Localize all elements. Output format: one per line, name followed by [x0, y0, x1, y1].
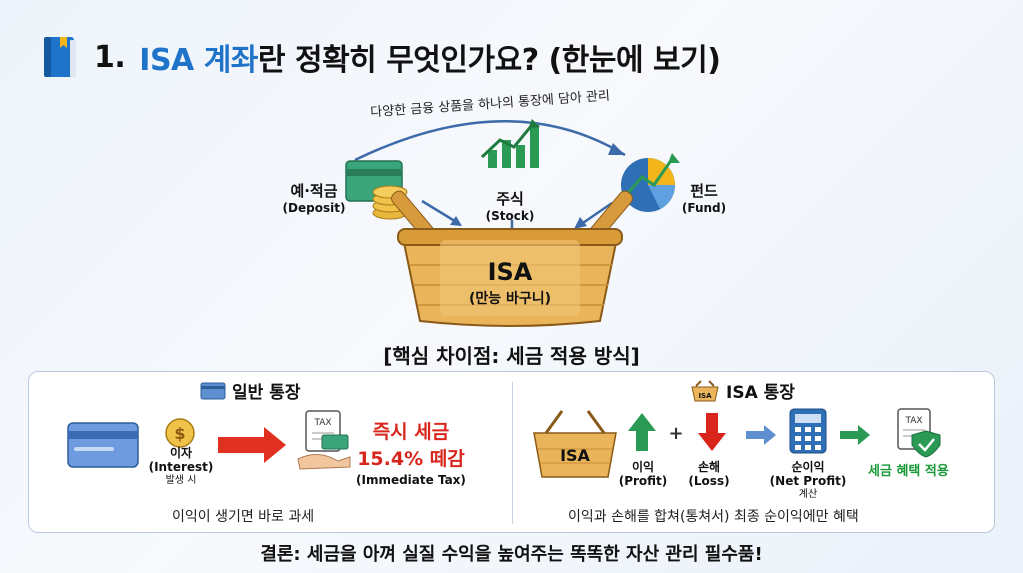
isa-flow: ISA +: [533, 408, 941, 478]
comparison-panel: [28, 371, 995, 533]
key-difference-heading: [핵심 차이점: 세금 적용 방식]: [383, 344, 640, 368]
basket-diagram: [345, 119, 680, 327]
page-title: 1. ISA 계좌란 정확히 무엇인가요? (한눈에 보기): [40, 32, 721, 82]
title-number: 1.: [94, 39, 126, 75]
general-note: 이익이 생기면 바로 과세: [172, 509, 315, 525]
title-rest: 란 정확히 무엇인가요? (한눈에 보기): [257, 43, 721, 78]
profit-up-arrow-icon: [628, 413, 656, 451]
isa-note: 이익과 손해를 합쳐(통쳐서) 최종 순이익에만 혜택: [568, 509, 859, 525]
isa-basket-icon: ISA: [691, 379, 719, 401]
tax-benefit-icon: TAX: [897, 408, 941, 458]
title-accent: ISA 계좌: [139, 43, 258, 78]
coin-icon: $: [165, 418, 195, 448]
loss-down-arrow-icon: [698, 413, 726, 451]
arc-arrow: [354, 120, 626, 162]
conclusion: 결론: 세금을 아껴 실질 수익을 높여주는 똑똑한 자산 관리 필수품!: [260, 544, 763, 565]
fund-pie-icon: [621, 153, 680, 212]
book-icon: [44, 37, 76, 77]
immediate-tax-label: 즉시 세금 15.4% 떼감 (Immediate Tax): [356, 421, 466, 487]
general-flow: $ TAX: [67, 410, 351, 470]
svg-text:ISA: ISA: [698, 392, 712, 400]
interest-label: 이자 (Interest) 발생 시: [148, 446, 214, 486]
basket-label: ISA (만능 바구니): [468, 258, 552, 307]
isa-account-title: ISA ISA 통장: [690, 378, 795, 403]
tax-document-icon: TAX: [297, 410, 351, 470]
svg-text:TAX: TAX: [313, 418, 331, 428]
stock-label: 주식 (Stock): [485, 190, 535, 223]
svg-text:ISA: ISA: [560, 446, 590, 465]
deposit-icon: [345, 160, 408, 220]
panel-divider: [512, 382, 513, 524]
bankbook-icon: [67, 422, 139, 468]
loss-label: 손해 (Loss): [688, 460, 730, 488]
arc-arrowhead: [608, 143, 625, 155]
profit-label: 이익 (Profit): [618, 460, 668, 488]
stock-chart-icon: [480, 119, 540, 168]
isa-small-basket-icon: ISA: [533, 410, 617, 478]
red-arrow-icon: [218, 427, 286, 463]
isa-basket: [391, 190, 633, 327]
svg-text:TAX: TAX: [904, 416, 922, 426]
svg-text:$: $: [174, 424, 185, 443]
green-arrow-icon: [840, 425, 870, 445]
fund-label: 펀드 (Fund): [681, 182, 727, 215]
tax-benefit-label: 세금 혜택 적용: [868, 464, 949, 479]
general-account-title: 일반 통장: [200, 378, 300, 403]
blue-arrow-icon: [746, 425, 776, 445]
calculator-icon: [789, 408, 827, 454]
net-profit-label: 순이익 (Net Profit) 계산: [769, 460, 847, 500]
plus-sign: +: [668, 423, 683, 444]
card-icon: [200, 382, 226, 399]
deposit-label: 예·적금 (Deposit): [282, 182, 346, 215]
